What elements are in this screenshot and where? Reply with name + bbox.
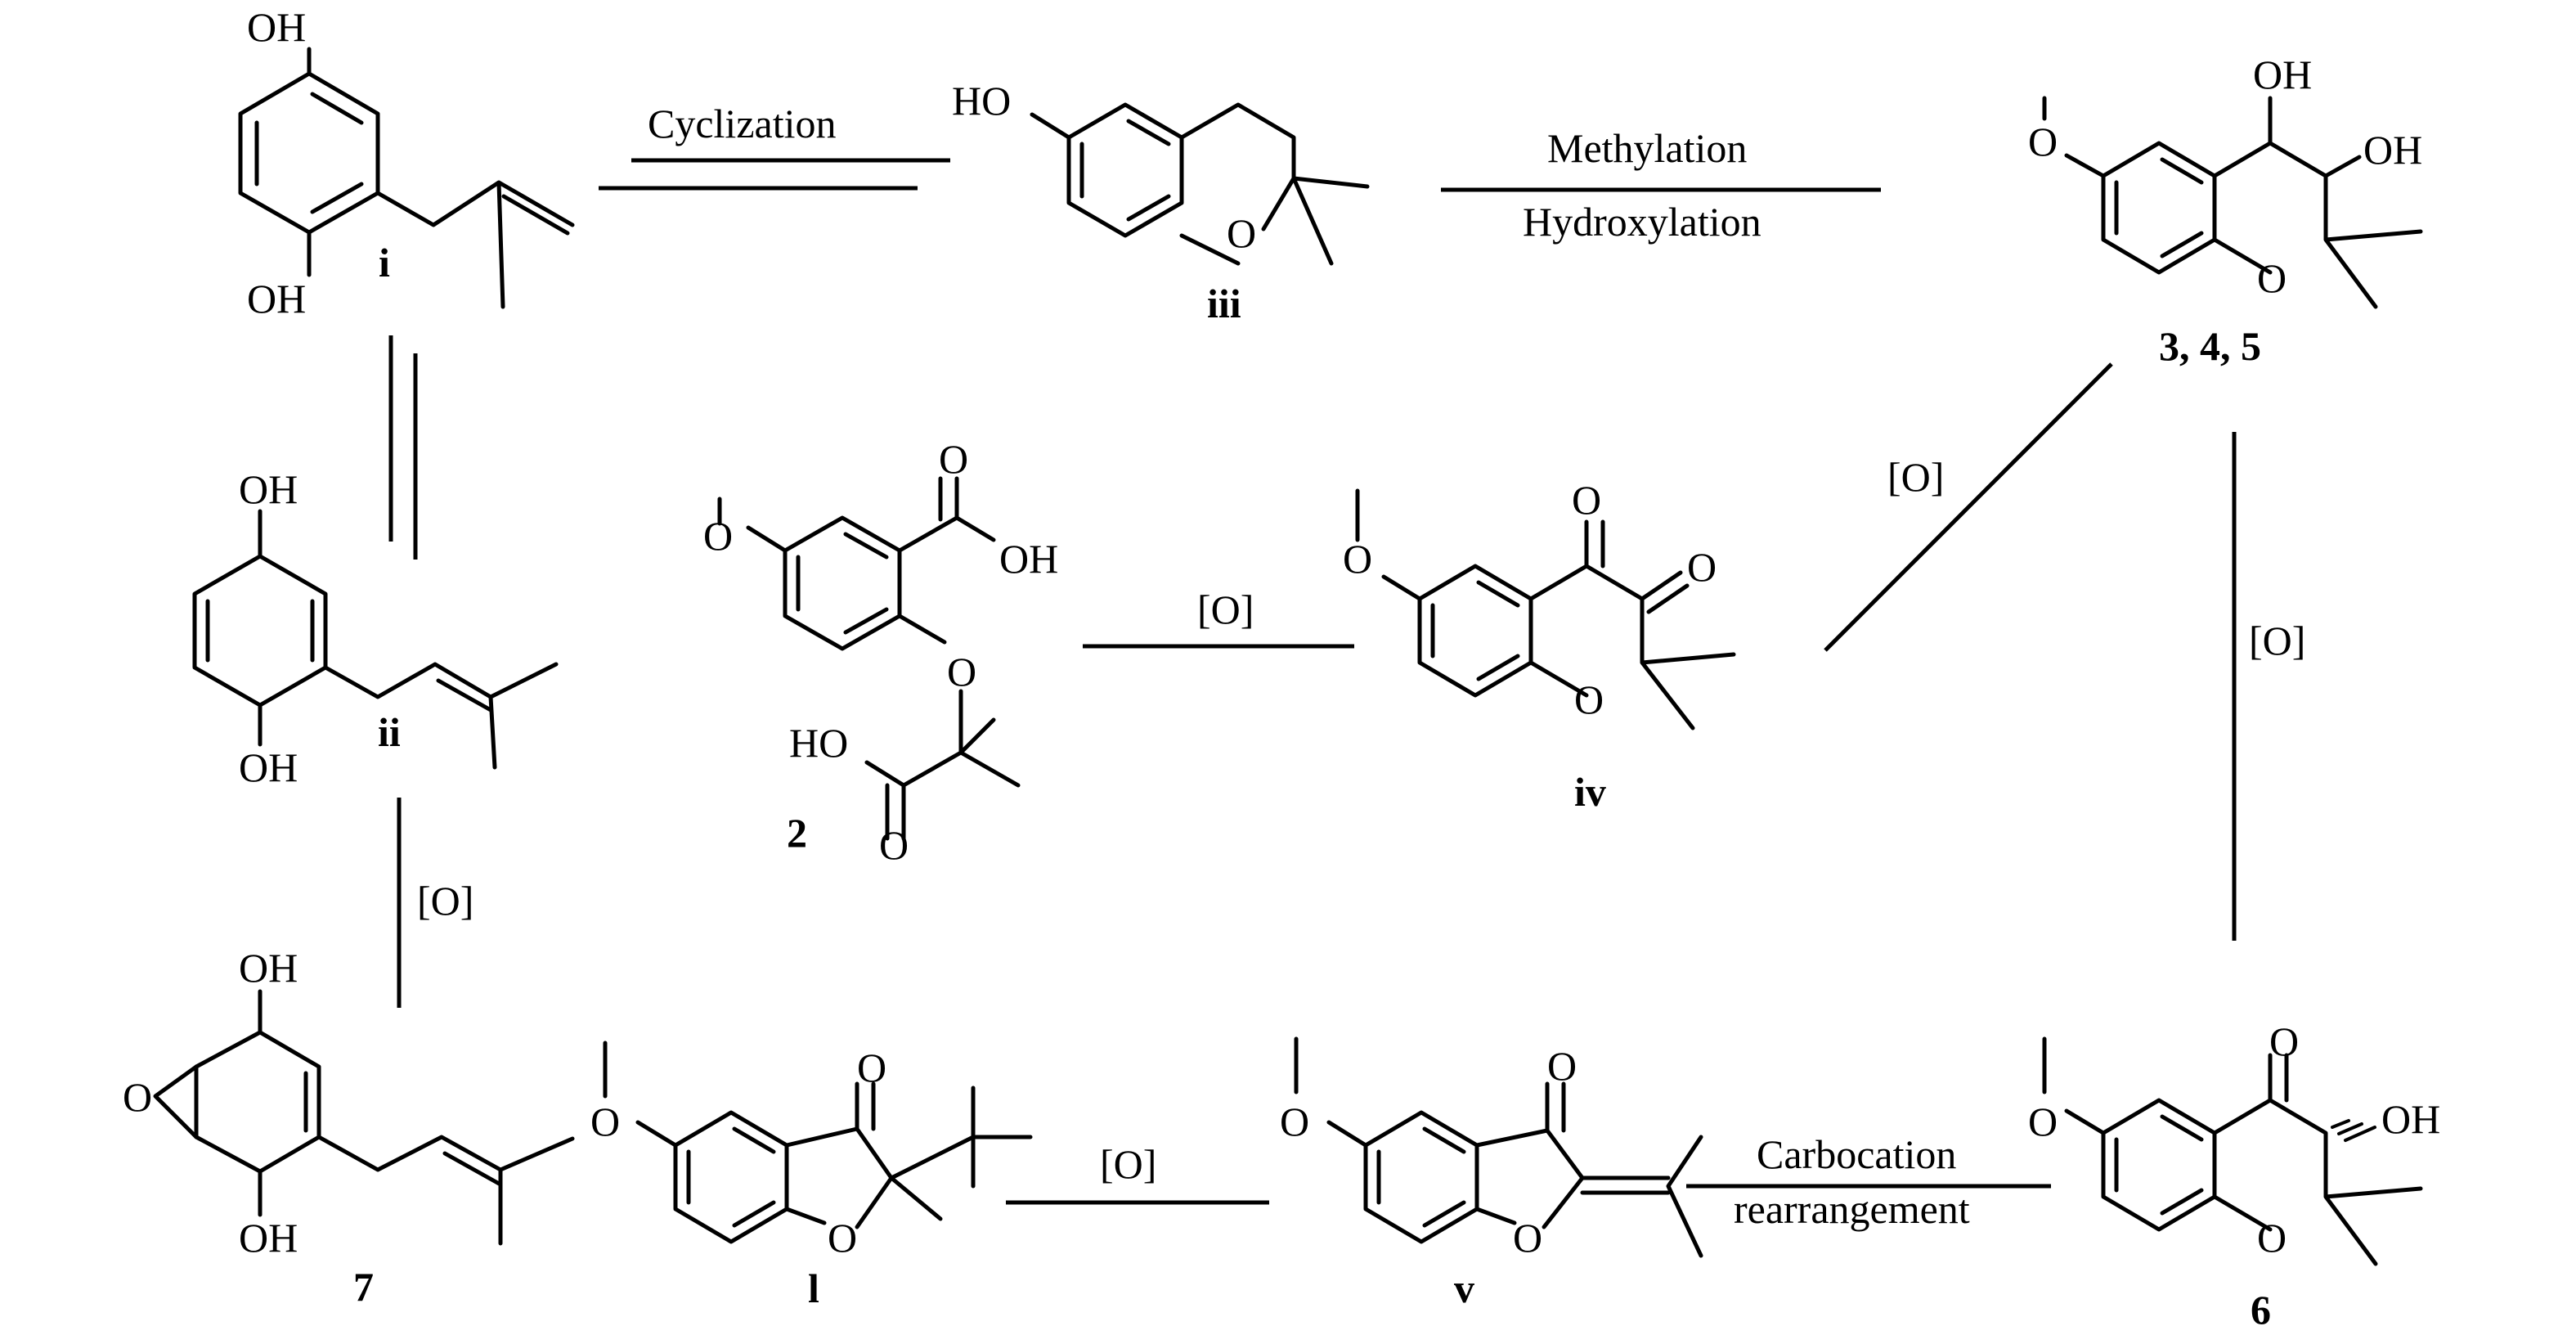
label-carbocation: Carbocation bbox=[1757, 1131, 1956, 1177]
atom-methoxy-o: O bbox=[1343, 536, 1372, 582]
label-ox-345-to-6: [O] bbox=[2249, 618, 2305, 663]
compound-2-structure: O OH O O HO O bbox=[703, 436, 1058, 868]
atom-methoxy-o: O bbox=[1280, 1099, 1309, 1144]
compound-345-structure: OH OH O O bbox=[2028, 52, 2423, 309]
compound-label-iv: iv bbox=[1574, 769, 1606, 815]
atom-oh-bottom: OH bbox=[239, 1215, 298, 1261]
label-methylation: Methylation bbox=[1547, 125, 1747, 171]
compound-6-structure: O OH O O bbox=[2028, 1018, 2440, 1266]
compound-ii-structure: OH OH bbox=[192, 466, 559, 790]
atom-oh-top: OH bbox=[247, 4, 306, 50]
label-ox-345-to-iv: [O] bbox=[1887, 454, 1944, 500]
atom-oh-top: OH bbox=[239, 945, 298, 991]
atom-ho: HO bbox=[952, 78, 1011, 124]
compound-label-2: 2 bbox=[787, 810, 807, 856]
atom-methoxy-o: O bbox=[2028, 119, 2058, 164]
atom-ether-o: O bbox=[947, 649, 976, 694]
atom-ketone-o: O bbox=[2269, 1018, 2299, 1064]
atom-oh-bottom: OH bbox=[239, 744, 298, 790]
compound-label-iii: iii bbox=[1207, 281, 1241, 326]
compound-label-ii: ii bbox=[378, 709, 401, 755]
atom-ring-o: O bbox=[2257, 255, 2287, 301]
label-cyclization: Cyclization bbox=[648, 101, 837, 146]
label-ox-ii-to-7: [O] bbox=[417, 878, 473, 924]
atom-methoxy-o: O bbox=[590, 1099, 620, 1144]
compound-label-v: v bbox=[1454, 1265, 1474, 1311]
compound-i-structure: OH OH bbox=[238, 4, 575, 321]
arrow-i-to-ii bbox=[388, 335, 418, 560]
compound-iii-structure: HO O bbox=[952, 78, 1370, 266]
arrow-cyclization bbox=[599, 158, 950, 191]
compound-label-l: l bbox=[808, 1265, 819, 1311]
atom-acid-oh: OH bbox=[999, 536, 1058, 582]
atom-ring-o: O bbox=[2257, 1215, 2287, 1261]
atom-oh-c3: OH bbox=[2363, 127, 2422, 173]
atom-oh: OH bbox=[2381, 1096, 2440, 1142]
atom-carbonyl-o: O bbox=[879, 822, 909, 868]
atom-ketone-o-c3: O bbox=[1687, 544, 1717, 590]
atom-epoxide-o: O bbox=[123, 1074, 152, 1120]
atom-oh-c4: OH bbox=[2253, 52, 2312, 97]
atom-ring-o: O bbox=[828, 1215, 857, 1261]
arrow-345-to-iv bbox=[1824, 362, 2113, 652]
label-hydroxylation: Hydroxylation bbox=[1523, 199, 1761, 245]
compound-label-i: i bbox=[379, 240, 390, 285]
atom-ring-o: O bbox=[1574, 676, 1604, 722]
compound-iv-structure: O O O O bbox=[1343, 477, 1736, 730]
compound-label-3-4-5: 3, 4, 5 bbox=[2159, 323, 2261, 369]
compound-7-structure: OH O OH bbox=[123, 945, 575, 1261]
atom-oh-bottom: OH bbox=[247, 276, 306, 321]
label-rearrangement: rearrangement bbox=[1734, 1186, 1970, 1232]
atom-ring-o: O bbox=[1227, 210, 1256, 256]
atom-oh-top: OH bbox=[239, 466, 298, 512]
atom-methoxy-o: O bbox=[703, 513, 733, 559]
atom-ketone-o: O bbox=[1547, 1043, 1577, 1089]
atom-ring-o: O bbox=[1513, 1215, 1542, 1261]
label-ox-iv-to-2: [O] bbox=[1197, 587, 1254, 632]
compound-l-structure: O O O bbox=[590, 1041, 1033, 1261]
compound-v-structure: O O O bbox=[1280, 1036, 1703, 1261]
compound-label-7: 7 bbox=[353, 1264, 374, 1310]
compound-label-6: 6 bbox=[2251, 1287, 2271, 1333]
atom-ketone-o-c4: O bbox=[1572, 477, 1601, 523]
atom-methoxy-o: O bbox=[2028, 1099, 2058, 1144]
label-ox-v-to-l: [O] bbox=[1100, 1141, 1156, 1187]
atom-ho: HO bbox=[789, 720, 848, 766]
atom-acid-o: O bbox=[939, 436, 968, 482]
atom-ketone-o: O bbox=[857, 1045, 886, 1090]
